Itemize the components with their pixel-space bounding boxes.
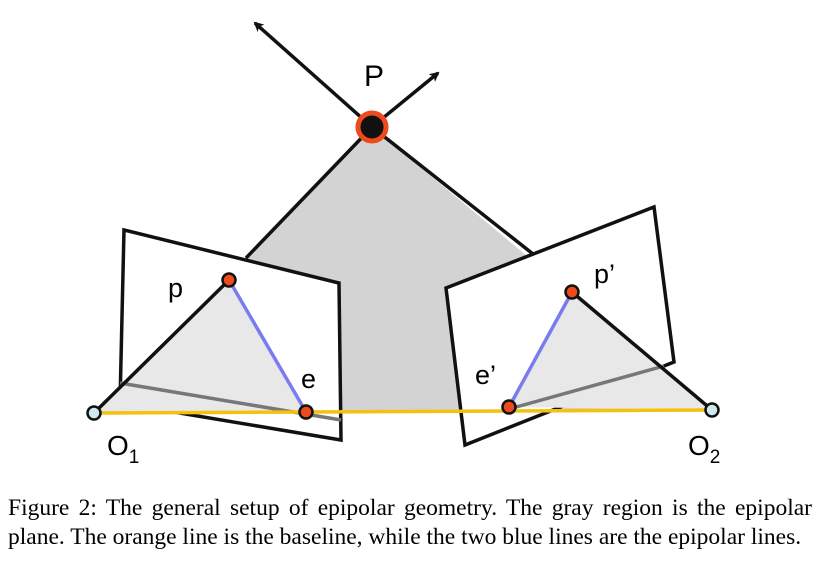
label-e-prime: e’ [475, 360, 496, 390]
label-O2: O2 [688, 430, 720, 468]
ray-O1-P [92, 278, 231, 415]
epipolar-line-right [507, 291, 574, 408]
label-O1: O1 [107, 430, 139, 468]
label-e: e [301, 364, 316, 394]
camera-center-O1 [86, 405, 102, 421]
arrow-up-left [253, 21, 374, 129]
ray-left-to-P [244, 125, 374, 260]
point-p-prime [564, 284, 580, 300]
label-O1-base: O [107, 430, 129, 461]
epipolar-geometry-diagram: P p e p’ e’ O1 O2 [86, 21, 720, 468]
label-O1-sub: 1 [129, 447, 140, 468]
camera-center-O2 [704, 402, 720, 418]
baseline [93, 408, 713, 415]
epipolar-plane-in-image-left [94, 280, 306, 413]
image-plane-right-bottom-edge [508, 364, 665, 411]
epipolar-plane-in-image-right [509, 292, 712, 410]
ray-right-to-P [370, 125, 535, 256]
figure-caption: Figure 2: The general setup of epipolar … [8, 495, 812, 550]
point-e [298, 404, 314, 420]
point-p [221, 272, 237, 288]
label-P: P [364, 60, 384, 93]
label-p-prime: p’ [594, 259, 615, 289]
label-O2-sub: 2 [710, 447, 721, 468]
point-P [355, 110, 389, 144]
epipolar-line-left [227, 279, 308, 413]
label-p: p [168, 273, 183, 303]
label-O2-base: O [688, 430, 710, 461]
point-e-prime [501, 399, 517, 415]
ray-O2-p-prime [570, 290, 714, 412]
